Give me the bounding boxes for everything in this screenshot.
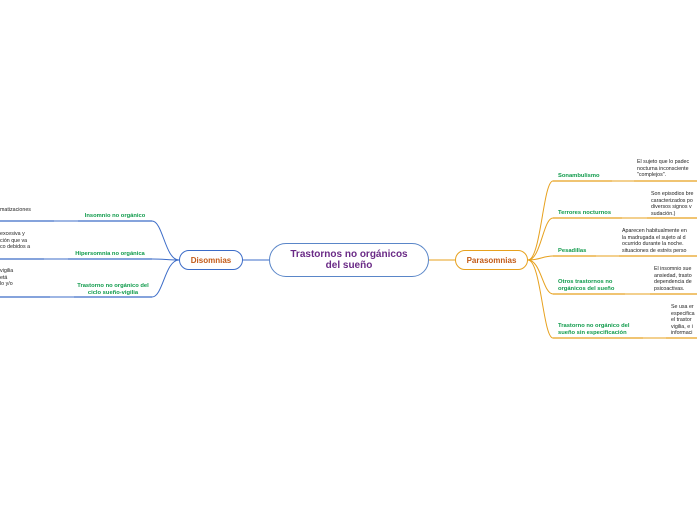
subtopic-label: Trastorno no orgánico del sueño sin espe… [558, 323, 630, 336]
connector-right-3 [527, 255, 554, 261]
leaf-ciclo-desc: vigilia etá lo y/o [0, 268, 14, 287]
subtopic-label: Otros trastornos no orgánicos del sueño [558, 279, 615, 292]
connector-right-1 [527, 180, 554, 261]
main-topic-disomnias[interactable]: Disomnias [179, 250, 243, 270]
leaf-insomnio-desc: matizaciones [0, 207, 31, 213]
subtopic-hipersomnia[interactable]: Hipersomnia no orgánica [68, 251, 152, 258]
central-topic-label: Trastornos no orgánicos del sueño [290, 249, 408, 271]
subtopic-label: Terrores nocturnos [558, 210, 612, 216]
connector-left-3 [151, 259, 180, 298]
leaf-otros-desc: El insomnio sue ansiedad, trasto depende… [654, 266, 692, 292]
main-topic-parasomnias[interactable]: Parasomnias [455, 250, 528, 270]
connector-right-4 [527, 259, 554, 295]
leaf-sonambulismo-desc: El sujeto que lo padec nocturna inconsci… [637, 159, 690, 178]
subtopic-ciclo-sueno-vigilia[interactable]: Trastorno no orgánico del ciclo sueño-vi… [74, 283, 152, 296]
leaf-pesadillas-desc: Aparecen habitualmente en la madrugada e… [622, 228, 687, 254]
connector-right-2 [527, 217, 554, 261]
subtopic-sonambulismo[interactable]: Sonambulismo [558, 173, 628, 180]
subtopic-pesadillas[interactable]: Pesadillas [558, 248, 618, 255]
subtopic-otros-trastornos[interactable]: Otros trastornos no orgánicos del sueño [558, 279, 628, 292]
subtopic-label: Insomnio no orgánico [84, 213, 146, 219]
central-topic[interactable]: Trastornos no orgánicos del sueño [269, 243, 429, 277]
connector-left-1 [151, 220, 180, 261]
main-topic-label: Disomnias [190, 255, 232, 265]
subtopic-terrores-nocturnos[interactable]: Terrores nocturnos [558, 210, 628, 217]
subtopic-label: Sonambulismo [558, 173, 600, 179]
subtopic-insomnio[interactable]: Insomnio no orgánico [78, 213, 152, 220]
subtopic-label: Pesadillas [558, 248, 587, 254]
leaf-hipersomnia-desc: excesiva y ción que va co debidos a [0, 231, 31, 250]
leaf-terrores-desc: Son episodios bre caracterizados po dive… [651, 191, 694, 217]
main-topic-label: Parasomnias [466, 255, 517, 265]
subtopic-label: Trastorno no orgánico del ciclo sueño-vi… [77, 283, 149, 296]
subtopic-label: Hipersomnia no orgánica [75, 251, 145, 257]
leaf-sin-especificacion-desc: Se usa er especifica el trastor vigilia,… [671, 304, 695, 336]
subtopic-sin-especificacion[interactable]: Trastorno no orgánico del sueño sin espe… [558, 323, 643, 336]
connector-right-5 [527, 259, 554, 339]
